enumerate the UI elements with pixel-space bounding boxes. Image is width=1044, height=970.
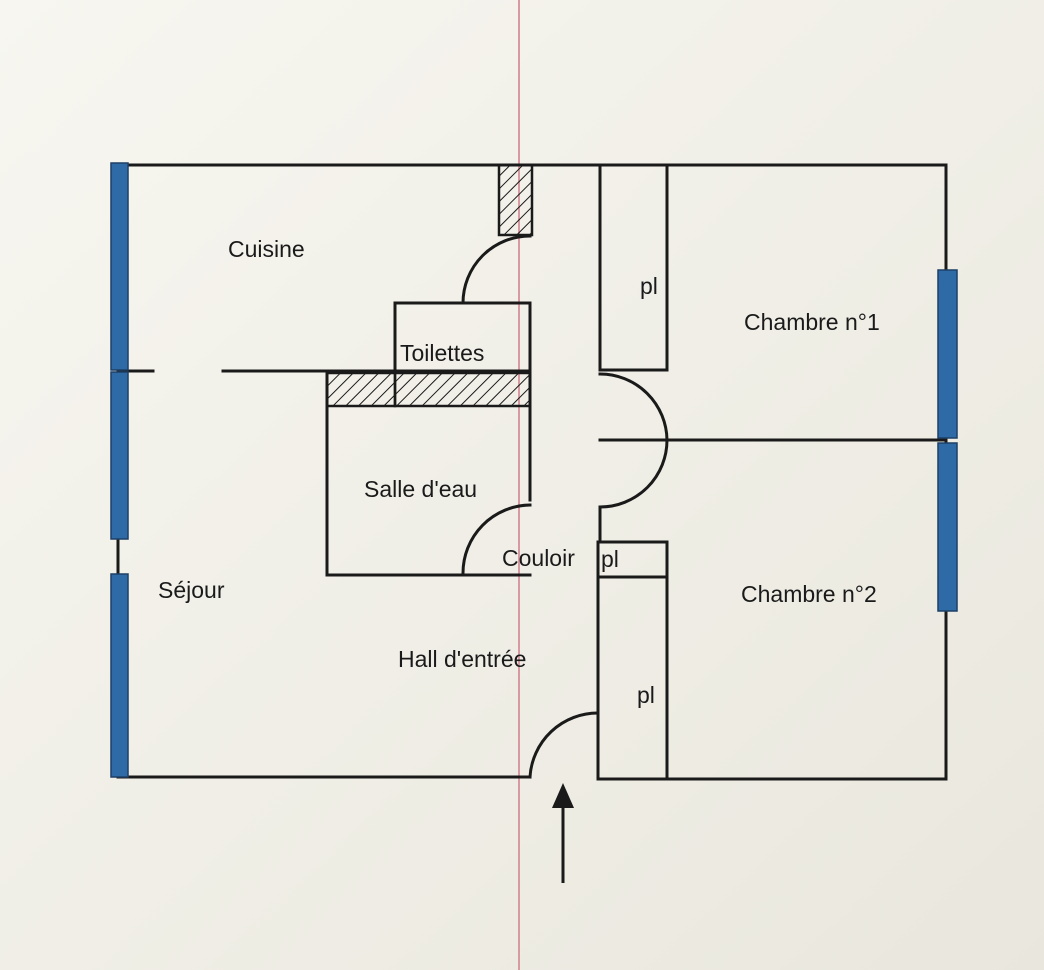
bedroom2-door-swing xyxy=(598,438,669,509)
hatched-shafts xyxy=(325,163,534,408)
label-kitchen: Cuisine xyxy=(228,236,305,262)
entrance-arrow xyxy=(552,783,574,883)
label-bedroom-1: Chambre n°1 xyxy=(744,309,880,335)
window-living-upper xyxy=(110,371,129,540)
label-entrance-hall: Hall d'entrée xyxy=(398,646,526,672)
windows xyxy=(110,162,958,778)
bedroom1-door-swing xyxy=(598,372,669,442)
window-bedroom1 xyxy=(937,269,958,439)
window-kitchen xyxy=(110,162,129,371)
wall-closet-small xyxy=(596,540,669,579)
window-living-lower xyxy=(110,573,129,778)
shaft-bathroom xyxy=(325,371,397,408)
shaft-kitchen xyxy=(497,163,534,237)
label-closet-bottom: pl xyxy=(637,682,655,708)
label-closet-middle: pl xyxy=(601,546,619,572)
kitchen-door-swing xyxy=(461,234,532,305)
label-bathroom: Salle d'eau xyxy=(364,476,477,502)
shaft-toilets xyxy=(393,371,532,408)
label-corridor: Couloir xyxy=(502,545,575,571)
window-bedroom2 xyxy=(937,442,958,612)
bathroom-door-swing xyxy=(461,503,532,575)
entrance-door-swing xyxy=(528,711,600,779)
label-toilets: Toilettes xyxy=(400,340,484,366)
label-living-room: Séjour xyxy=(158,577,225,603)
label-bedroom-2: Chambre n°2 xyxy=(741,581,877,607)
label-closet-top: pl xyxy=(640,273,658,299)
